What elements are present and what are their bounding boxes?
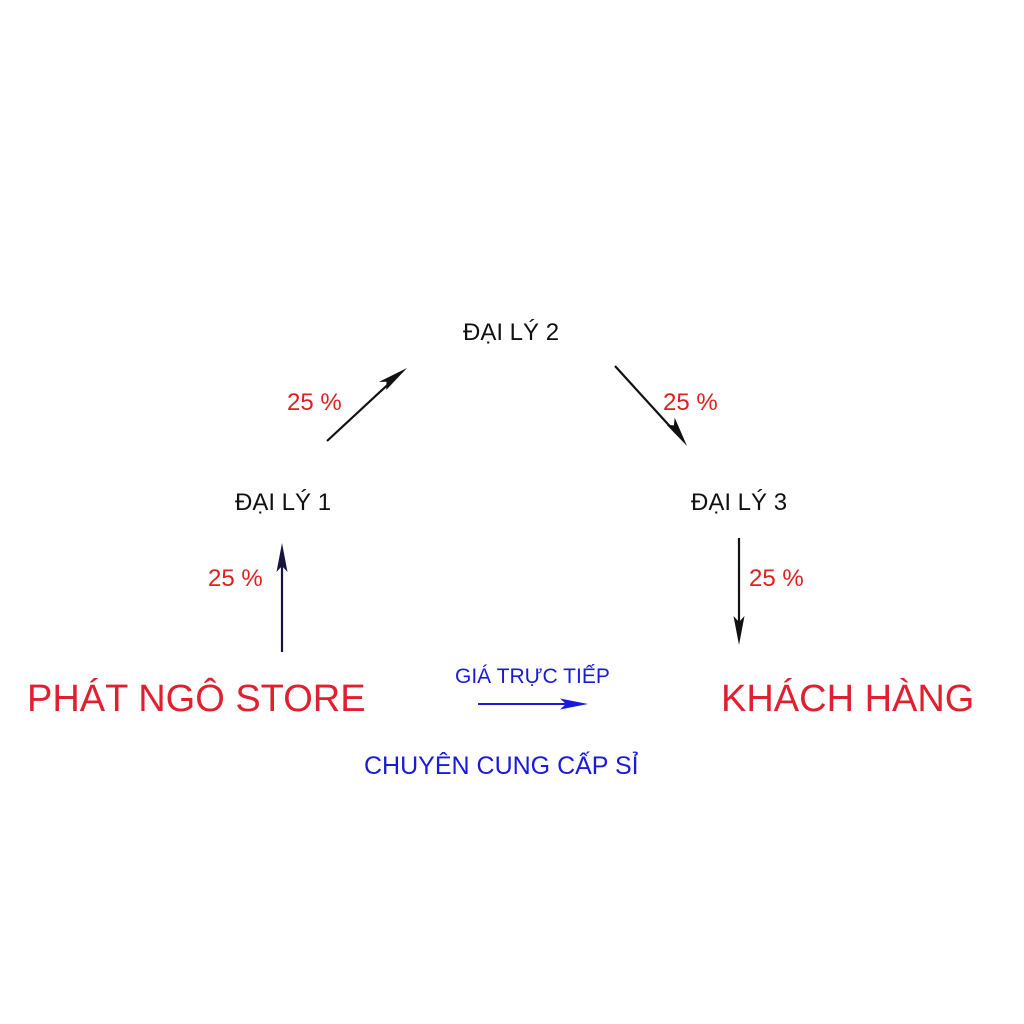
direct-price-label: GIÁ TRỰC TIẾP (455, 665, 610, 688)
markup-store-to-agent-1: 25 % (208, 565, 263, 592)
arrow-agent-2-to-agent-3 (614, 365, 687, 446)
markup-agent-2-to-agent-3: 25 % (663, 389, 718, 416)
arrow-agent-3-to-customer (733, 538, 745, 645)
wholesale-tagline: CHUYÊN CUNG CẤP SỈ (364, 752, 639, 780)
markup-agent-3-to-customer: 25 % (749, 565, 804, 592)
arrow-direct-to-customer (478, 698, 588, 710)
agent-2-label: ĐẠI LÝ 2 (463, 319, 560, 346)
agent-1-label: ĐẠI LÝ 1 (235, 489, 332, 516)
arrow-store-to-agent-1 (276, 543, 288, 652)
source-store-label: PHÁT NGÔ STORE (27, 678, 366, 720)
agent-3-label: ĐẠI LÝ 3 (691, 489, 788, 516)
customer-label: KHÁCH HÀNG (721, 678, 975, 720)
markup-agent-1-to-agent-2: 25 % (287, 389, 342, 416)
arrow-agent-1-to-agent-2 (326, 368, 407, 442)
